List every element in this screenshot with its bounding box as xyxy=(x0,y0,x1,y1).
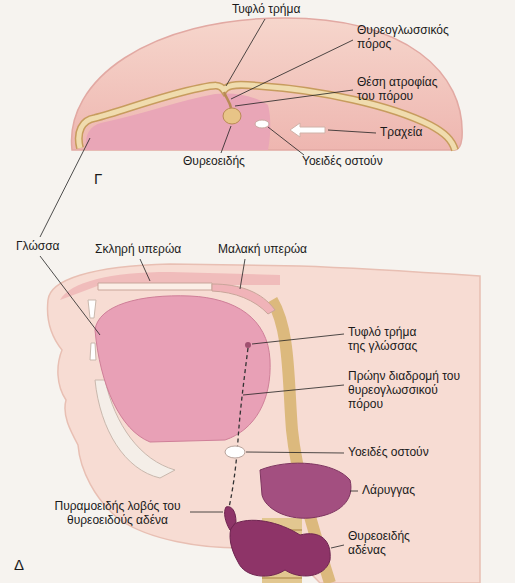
head-neck xyxy=(48,264,480,583)
former-duct-path xyxy=(228,348,248,512)
thyroid-gland xyxy=(230,520,330,576)
part-label: Θυρεοειδής αδένας xyxy=(348,530,428,558)
thyroid-primordium xyxy=(223,108,241,124)
hard-palate xyxy=(98,283,212,290)
leader-line xyxy=(221,126,231,153)
embryo-head xyxy=(71,18,462,150)
leader-line xyxy=(190,512,223,513)
pyramidal-lobe xyxy=(225,507,236,530)
panel-letter: Δ xyxy=(14,556,24,573)
part-label: Λάρυγγας xyxy=(362,484,415,498)
part-label: Πυραμοειδής λοβός του θυρεοειδούς αδένα xyxy=(50,500,185,528)
adult-head xyxy=(48,264,480,583)
foramen-caecum xyxy=(245,342,251,348)
part-label: Γλώσσα xyxy=(16,240,60,254)
leader-line xyxy=(40,256,100,335)
larynx xyxy=(260,463,351,518)
head-dome xyxy=(71,18,462,150)
part-label: Θυρεοειδής xyxy=(183,155,245,169)
part-label: Θέση ατροφίας του πόρου xyxy=(357,76,452,104)
part-label: Πρώην διαδρομή του θυρεογλωσσικού πόρου xyxy=(348,370,473,411)
leader-line xyxy=(328,130,376,133)
leader-line xyxy=(268,127,304,155)
part-label: Υοειδές οστούν xyxy=(302,155,383,169)
tongue xyxy=(95,296,270,442)
part-label: Τυφλό τρήμα της γλώσσας xyxy=(348,326,433,354)
thyroglossal-duct xyxy=(224,92,231,108)
leader-lines xyxy=(40,19,376,548)
leader-line xyxy=(350,491,358,492)
leader-line xyxy=(235,90,353,106)
leader-line xyxy=(252,334,344,344)
hyoid-bone xyxy=(255,120,269,128)
upper-tooth xyxy=(88,300,96,318)
panel-letter: Γ xyxy=(94,170,102,187)
part-label: Σκληρή υπερώα xyxy=(95,243,181,257)
part-label: Τυφλό τρήμα xyxy=(232,3,300,17)
leader-line xyxy=(240,259,245,289)
leader-line xyxy=(140,259,150,281)
part-label: Υοειδές οστούν xyxy=(348,446,429,460)
leader-line xyxy=(246,452,344,453)
part-label: Τραχεία xyxy=(380,126,422,140)
leader-line xyxy=(226,19,265,86)
leader-line xyxy=(243,385,344,395)
leader-line xyxy=(231,40,353,99)
leader-line xyxy=(331,545,344,548)
hyoid-bone xyxy=(225,446,245,458)
trachea-arrow xyxy=(290,123,325,137)
part-label: Μαλακή υπερώα xyxy=(218,243,307,257)
leader-line xyxy=(40,138,90,237)
lower-tooth xyxy=(90,343,96,360)
part-label: Θυρεογλωσσικός πόρος xyxy=(357,24,462,52)
tongue-primordium xyxy=(86,93,271,150)
